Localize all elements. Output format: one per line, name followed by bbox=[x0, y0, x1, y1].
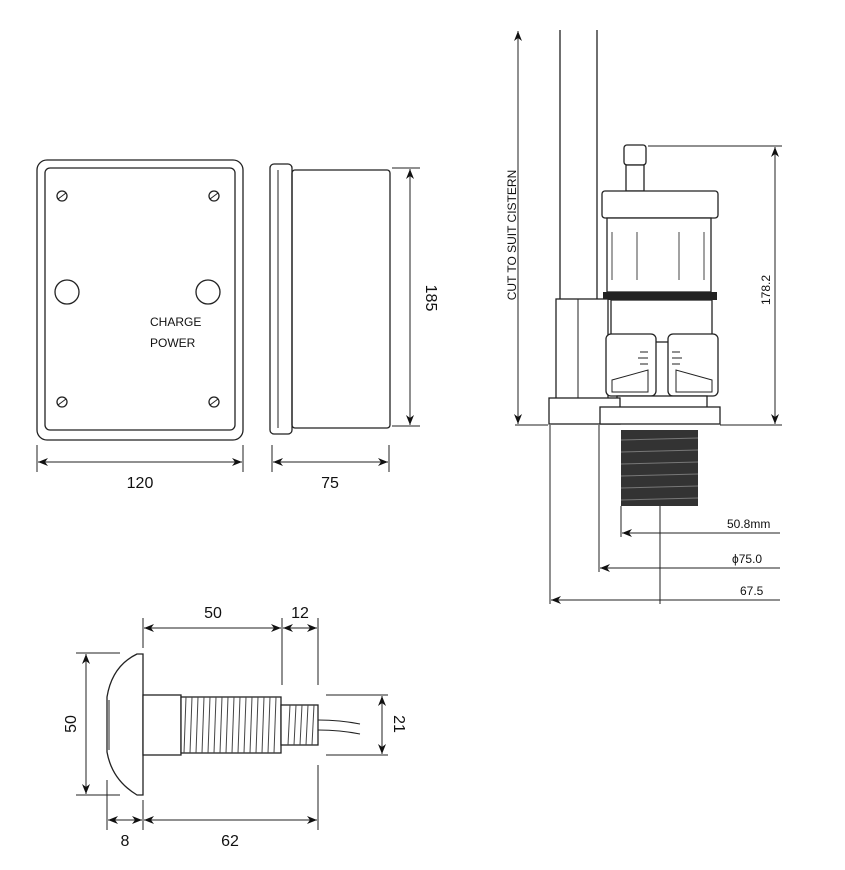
width-dimension: 120 bbox=[127, 475, 154, 492]
head-diameter-dimension: 50 bbox=[63, 715, 80, 733]
height-dimension: 185 bbox=[422, 285, 439, 312]
thread-diameter-dimension: 21 bbox=[390, 715, 407, 733]
sensor-drawing: 50 50 12 21 8 62 bbox=[63, 605, 407, 850]
charge-label: CHARGE bbox=[150, 315, 201, 329]
pipe-label: CUT TO SUIT CISTERN bbox=[505, 170, 519, 300]
valve-height-dimension: 178.2 bbox=[759, 275, 773, 305]
control-box-side-view: 185 75 bbox=[269, 163, 439, 492]
thread-dimension: 50.8mm bbox=[727, 517, 770, 531]
power-label: POWER bbox=[150, 336, 196, 350]
control-box-front-view: CHARGE POWER 120 bbox=[36, 159, 244, 492]
indicator-hole bbox=[54, 279, 80, 305]
total-length-dimension: 62 bbox=[221, 833, 239, 850]
thread-length-dimension: 50 bbox=[204, 605, 222, 622]
depth-dimension: 75 bbox=[321, 475, 339, 492]
head-depth-dimension: 8 bbox=[121, 833, 130, 850]
flange-diameter-dimension: ϕ75.0 bbox=[732, 552, 762, 566]
valve-drawing: CUT TO SUIT CISTERN 178.2 50.8mm ϕ75.0 6… bbox=[505, 30, 782, 604]
tail-length-dimension: 12 bbox=[291, 605, 309, 622]
screw-icon bbox=[56, 190, 220, 408]
offset-dimension: 67.5 bbox=[740, 584, 764, 598]
indicator-hole bbox=[195, 279, 221, 305]
